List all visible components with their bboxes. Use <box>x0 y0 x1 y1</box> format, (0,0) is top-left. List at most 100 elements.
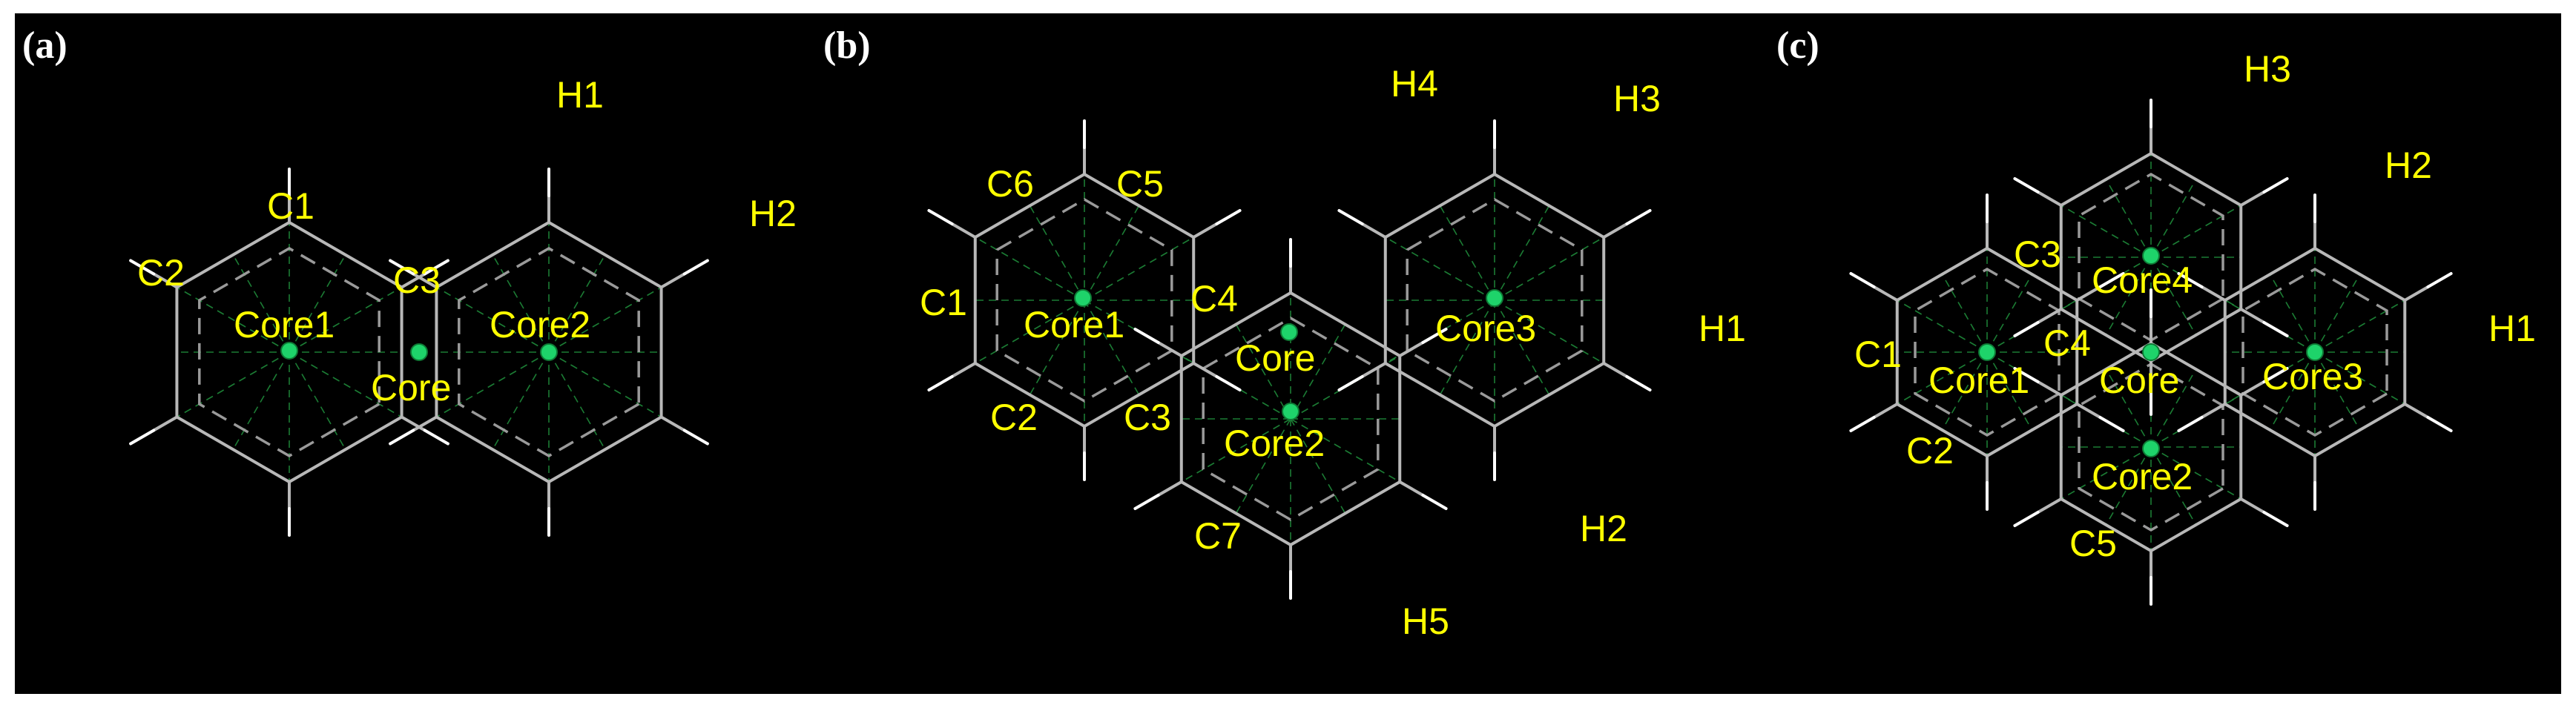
cc-bond <box>1383 362 1496 428</box>
ch-bond <box>2200 285 2227 302</box>
atom-label-c2: C2 <box>990 397 1038 438</box>
critical-point <box>280 342 298 360</box>
panel-a-molecule <box>129 168 709 537</box>
gradient-path <box>1084 205 1140 301</box>
ch-bond <box>2239 308 2266 324</box>
panel-c-molecule <box>1849 99 2453 606</box>
atom-label-h2: H2 <box>749 193 797 234</box>
ch-bond-hydrogen <box>1337 375 1364 391</box>
atom-label-h5: H5 <box>1402 601 1449 642</box>
critical-point <box>410 343 428 361</box>
gradient-path <box>1290 418 1400 483</box>
ch-bond-hydrogen <box>2098 272 2125 288</box>
critical-point <box>1074 289 1092 307</box>
core-label-core: Core <box>2099 360 2179 401</box>
ch-bond <box>1156 480 1183 497</box>
ch-bond-hydrogen <box>1849 416 1876 432</box>
atom-label-c3: C3 <box>2014 234 2061 275</box>
atom-label-c1: C1 <box>920 282 967 323</box>
atom-label-c6: C6 <box>986 163 1034 205</box>
ch-bond-hydrogen <box>1215 209 1242 225</box>
gradient-path <box>2314 274 2361 353</box>
atom-label-c5: C5 <box>1116 163 1164 205</box>
ch-bond <box>2036 308 2063 324</box>
gradient-path <box>2105 368 2152 448</box>
cc-bond <box>1289 291 1402 357</box>
ch-bond <box>2200 403 2227 419</box>
ch-bond <box>1156 341 1183 357</box>
gradient-path <box>289 286 402 353</box>
cc-bond <box>1895 403 1989 457</box>
gradient-path <box>1439 300 1495 395</box>
ch-bond-hydrogen <box>1133 328 1160 344</box>
cc-bond <box>1083 173 1196 239</box>
gradient-path <box>975 300 1085 364</box>
ch-bond <box>2403 285 2430 302</box>
cc-bond <box>1179 480 1292 546</box>
ch-bond-hydrogen <box>2262 321 2289 337</box>
atom-label-h3: H3 <box>2244 48 2291 90</box>
ch-bond <box>412 272 438 289</box>
gradient-path <box>548 351 662 418</box>
panel-b-molecule <box>927 119 1652 600</box>
atom-label-c1: C1 <box>1854 334 1902 375</box>
cc-bond <box>288 415 403 483</box>
ch-bond-hydrogen <box>927 375 954 391</box>
gradient-path <box>289 351 346 450</box>
gradient-path <box>2269 351 2316 431</box>
core-label-core: Core <box>1235 337 1315 379</box>
atom-label-h4: H4 <box>1391 63 1438 105</box>
cc-bond <box>1289 480 1402 546</box>
cc-bond <box>2150 152 2243 207</box>
gradient-path <box>2150 179 2197 258</box>
gradient-path <box>2061 446 2152 500</box>
critical-point <box>2306 343 2324 361</box>
core-label-core: Core <box>371 367 451 408</box>
core-label-core3: Core3 <box>1435 308 1536 349</box>
atom-label-c1: C1 <box>267 185 314 227</box>
gradient-path <box>2105 179 2152 258</box>
cc-bond <box>2223 403 2316 457</box>
gradient-path <box>289 254 346 353</box>
ch-bond <box>2075 403 2102 419</box>
ch-bond-hydrogen <box>1625 375 1652 391</box>
ch-bond <box>400 415 426 432</box>
cc-bond <box>1895 247 1989 302</box>
ring-4-aromatic-circle <box>2241 267 2388 437</box>
atom-label-c2: C2 <box>137 252 185 294</box>
gradient-path <box>1235 324 1291 420</box>
ch-bond-hydrogen <box>1421 328 1448 344</box>
cc-bond <box>2059 152 2152 207</box>
ch-bond-hydrogen <box>2426 416 2453 432</box>
ch-bond-hydrogen <box>2177 272 2204 288</box>
critical-point <box>540 343 558 361</box>
critical-point <box>1978 343 1996 361</box>
ch-bond-hydrogen <box>389 259 415 276</box>
critical-point <box>2142 440 2160 457</box>
gradient-path <box>1290 324 1346 420</box>
atom-label-c4: C4 <box>1190 278 1238 320</box>
gradient-path <box>975 236 1085 301</box>
gradient-path <box>2061 205 2152 258</box>
gradient-path <box>1235 418 1291 514</box>
panel-b-label: (b) <box>823 24 871 67</box>
gradient-path <box>1084 236 1194 301</box>
gradient-path <box>232 351 290 450</box>
gradient-path <box>289 351 402 418</box>
cc-bond <box>2313 403 2407 457</box>
cc-bond <box>1493 362 1606 428</box>
ch-bond <box>659 415 686 432</box>
ch-bond-hydrogen <box>2262 511 2289 527</box>
ch-bond <box>1360 222 1387 239</box>
gradient-path <box>1986 351 2033 431</box>
ch-bond-hydrogen <box>1133 494 1160 510</box>
ch-bond-hydrogen <box>2262 367 2289 383</box>
ch-bond-hydrogen <box>2098 416 2125 432</box>
ch-bond-hydrogen <box>389 429 415 446</box>
core-label-core1: Core1 <box>1024 304 1124 345</box>
ring-2-aromatic-circle <box>458 246 640 458</box>
cc-bond <box>2223 247 2316 302</box>
core-label-core2: Core2 <box>2092 456 2193 497</box>
atom-label-h1: H1 <box>556 74 604 116</box>
